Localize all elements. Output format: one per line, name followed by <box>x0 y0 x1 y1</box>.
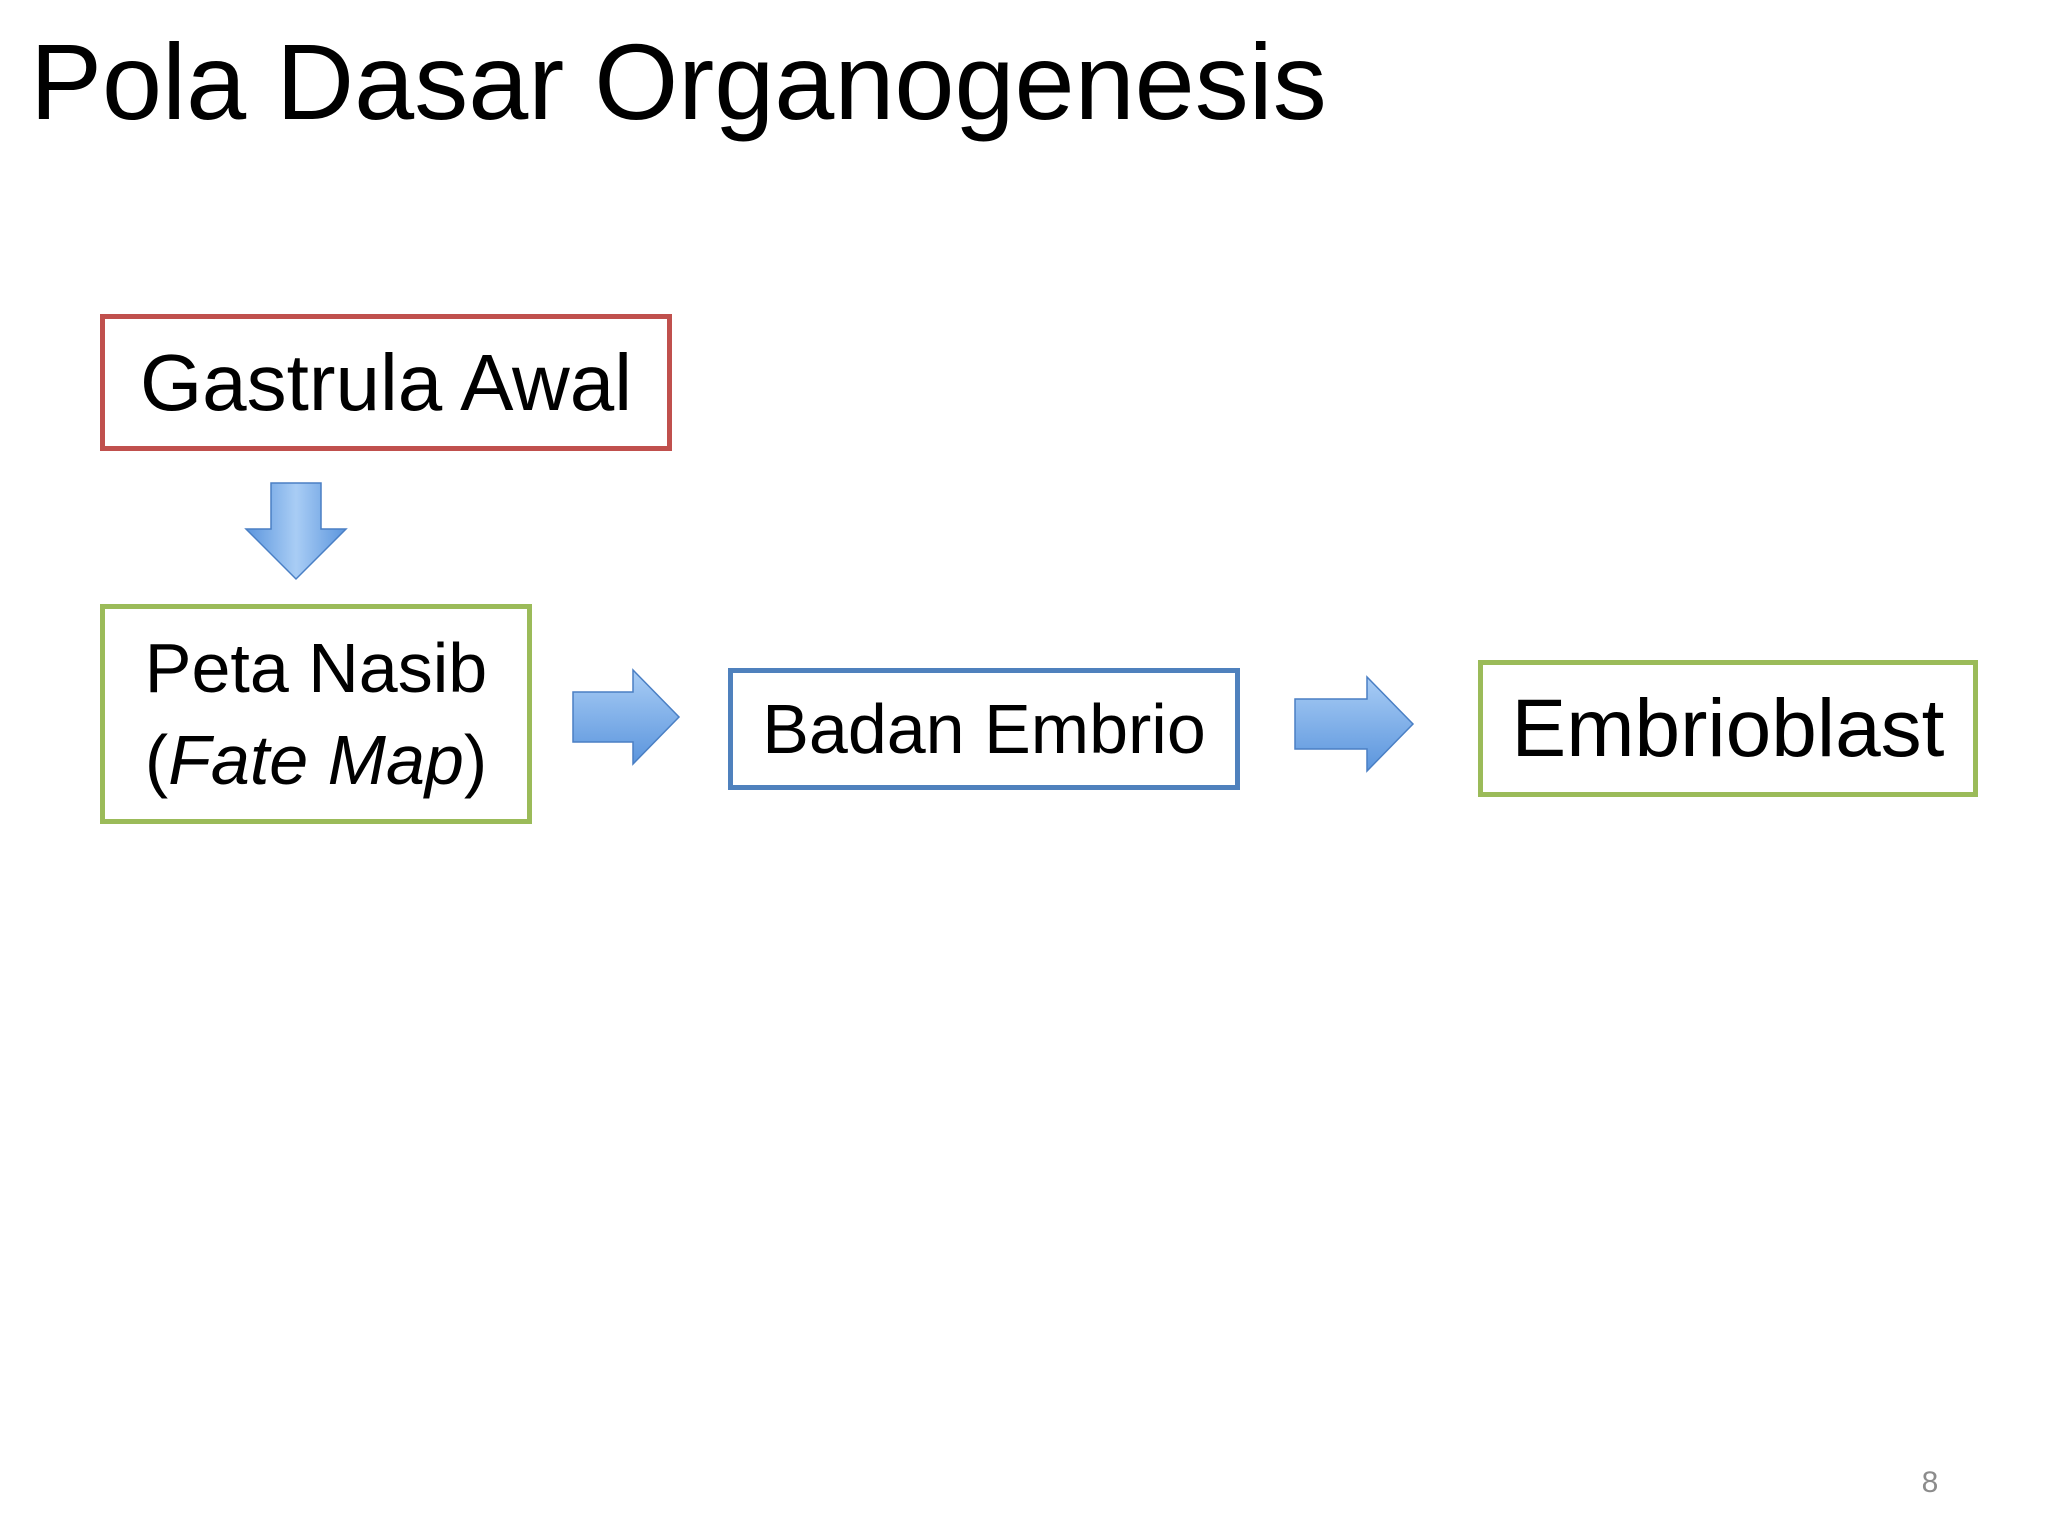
node-embrioblast: Embrioblast <box>1478 660 1978 797</box>
close-paren: ) <box>463 721 488 799</box>
arrow-right-icon <box>572 668 681 766</box>
node-badan-embrio: Badan Embrio <box>728 668 1240 790</box>
page-number: 8 <box>1921 1466 1939 1499</box>
node-gastrula-awal: Gastrula Awal <box>100 314 672 451</box>
node-label-line1: Peta Nasib <box>144 628 488 707</box>
node-label: Badan Embrio <box>762 690 1206 768</box>
fate-map-text: Fate Map <box>168 721 464 799</box>
arrow-right-icon <box>1294 675 1415 773</box>
slide-title: Pola Dasar Organogenesis <box>30 21 1327 142</box>
arrow-down-icon <box>244 482 348 581</box>
node-peta-nasib: Peta Nasib (Fate Map) <box>100 604 532 824</box>
node-label: Gastrula Awal <box>139 337 633 427</box>
open-paren: ( <box>144 721 169 799</box>
node-label: Embrioblast <box>1511 682 1945 774</box>
node-label-line2: (Fate Map) <box>145 714 487 806</box>
